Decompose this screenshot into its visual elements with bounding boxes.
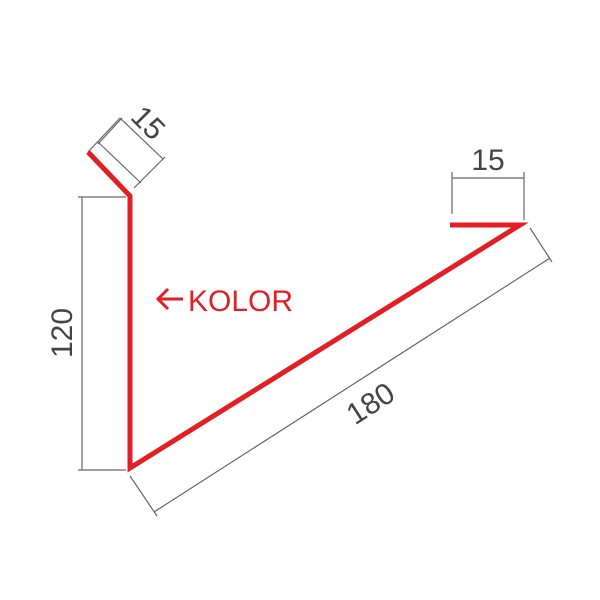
- dim-label-top-flange: 15: [124, 100, 171, 147]
- arrow-left-icon: [155, 287, 183, 311]
- dim-label-right-flange: 15: [471, 144, 504, 177]
- kolor-annotation: KOLOR: [155, 285, 293, 318]
- dimension-lines: [78, 117, 553, 517]
- dim-label-slope: 180: [341, 377, 401, 432]
- dim-top-flange-ext-2: [133, 156, 166, 189]
- dim-label-height: 120: [46, 308, 79, 358]
- dim-top-flange-line-2: [119, 117, 164, 160]
- dim-slope-ext-right: [529, 227, 553, 263]
- dim-top-flange-dim: [97, 141, 142, 184]
- dim-slope-ext-left: [129, 475, 158, 517]
- dim-top-flange-line: [97, 117, 123, 145]
- flashing-profile: [86, 150, 529, 473]
- dim-slope-line: [153, 257, 551, 513]
- dim-top-flange-ext-1: [87, 117, 121, 153]
- kolor-label: KOLOR: [188, 285, 293, 318]
